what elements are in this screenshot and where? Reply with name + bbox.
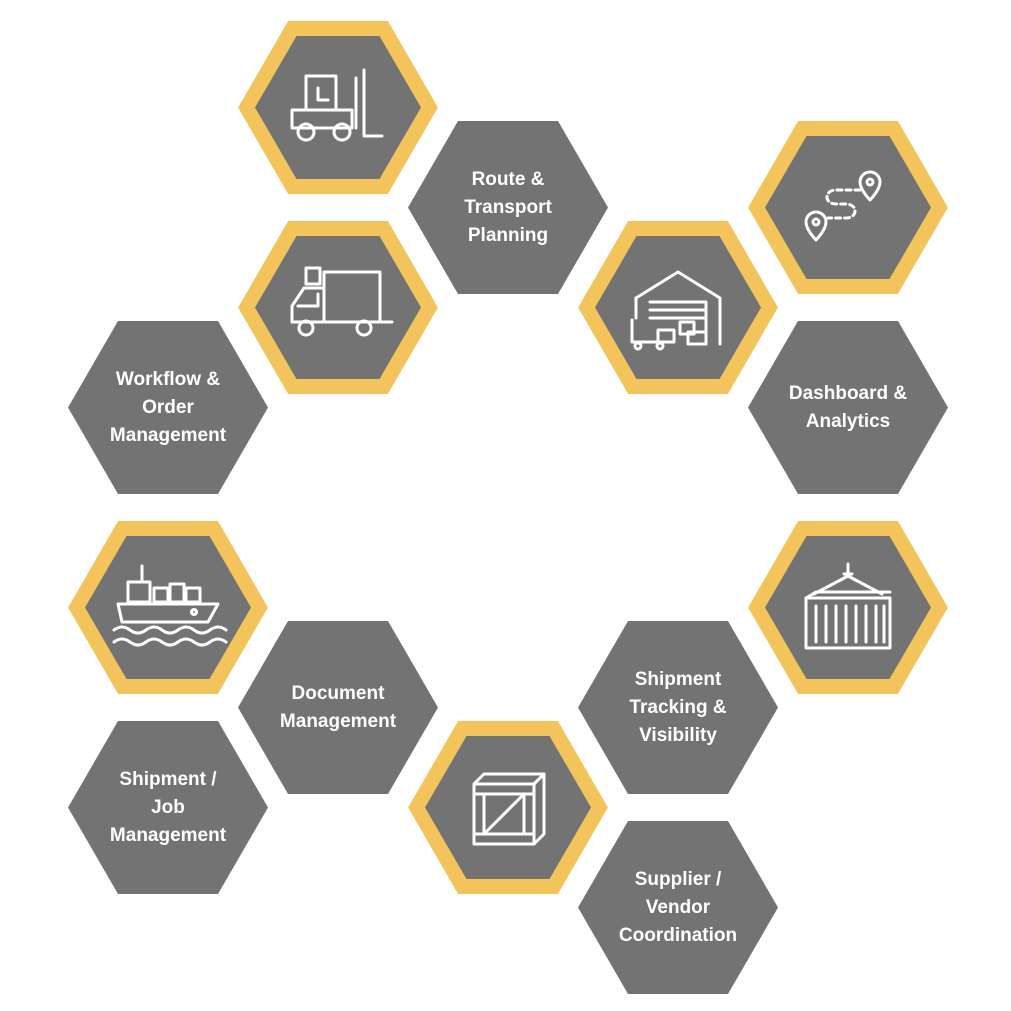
warehouse-icon xyxy=(630,270,722,350)
supplier-vendor-coordination-label: Supplier / Vendor Coordination xyxy=(618,868,738,946)
cargo-ship-hex xyxy=(68,521,268,694)
document-management-hex: Document Management xyxy=(238,621,438,794)
shipment-job-management-label: Shipment / Job Management xyxy=(109,768,227,846)
shipment-tracking-visibility-label: Shipment Tracking & Visibility xyxy=(629,668,727,746)
document-management-label: Document Management xyxy=(279,682,397,732)
forklift-icon xyxy=(290,68,384,141)
cargo-ship-icon xyxy=(112,564,228,646)
dashboard-analytics-hex: Dashboard & Analytics xyxy=(748,321,948,494)
shipment-job-management-hex: Shipment / Job Management xyxy=(68,721,268,894)
container-icon xyxy=(804,562,892,649)
warehouse-hex xyxy=(578,221,778,394)
dashboard-analytics-label: Dashboard & Analytics xyxy=(788,382,908,432)
route-map-hex xyxy=(748,121,948,294)
route-transport-planning-hex: Route & Transport Planning xyxy=(408,121,608,294)
workflow-order-management-hex: Workflow & Order Management xyxy=(68,321,268,494)
route-transport-planning-label: Route & Transport Planning xyxy=(464,168,552,246)
workflow-order-management-label: Workflow & Order Management xyxy=(109,368,227,446)
truck-hex xyxy=(238,221,438,394)
crate-hex xyxy=(408,721,608,894)
shipment-tracking-visibility-hex: Shipment Tracking & Visibility xyxy=(578,621,778,794)
truck-icon xyxy=(290,266,394,336)
supplier-vendor-coordination-hex: Supplier / Vendor Coordination xyxy=(578,821,778,994)
route-map-icon xyxy=(804,170,882,241)
crate-icon xyxy=(472,772,546,845)
forklift-hex xyxy=(238,21,438,194)
container-hex xyxy=(748,521,948,694)
